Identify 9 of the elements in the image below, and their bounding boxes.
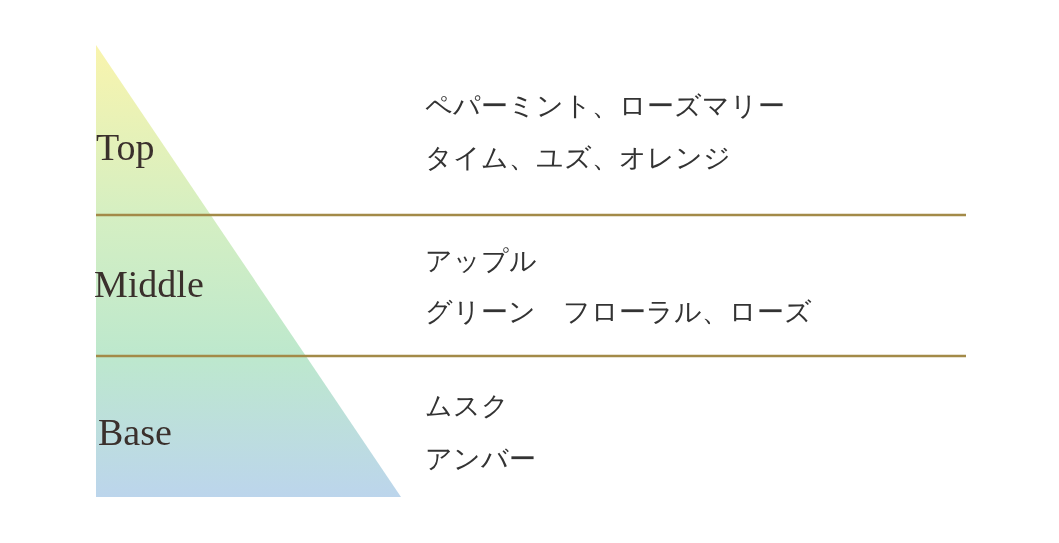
tier-label: Top (96, 128, 155, 166)
note-list-text: グリーン フローラル、ローズ (425, 298, 812, 325)
tier-label: Base (98, 413, 172, 451)
note-list-text: ペパーミント、ローズマリー (425, 92, 785, 119)
tier-label: Middle (94, 265, 204, 303)
note-list-text: タイム、ユズ、オレンジ (425, 144, 731, 171)
note-list-text: アンバー (425, 445, 536, 472)
note-list-text: ムスク (425, 392, 509, 419)
note-list-text: アップル (425, 247, 537, 274)
